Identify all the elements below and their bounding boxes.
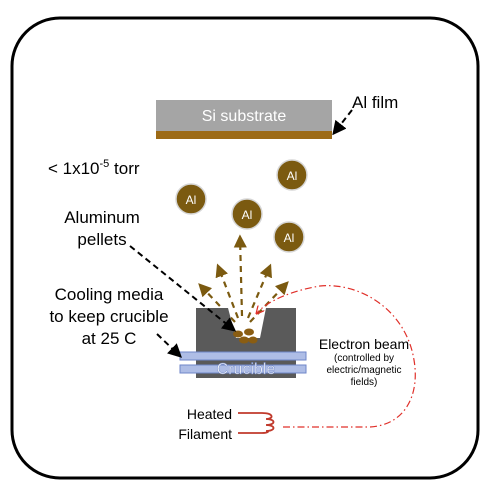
filament-label: Heated Filament [178, 406, 232, 442]
crucible-label: Crucible [217, 361, 276, 378]
al-atom: Al [175, 183, 207, 215]
electron-beam-label: Electron beam (controlled by electric/ma… [318, 336, 410, 388]
substrate-label: Si substrate [202, 108, 287, 125]
pressure-label: < 1x10-5 torr [48, 158, 140, 178]
aluminum-pellets [233, 328, 258, 344]
cooling-arrow [156, 333, 183, 358]
cooling-band [179, 364, 307, 374]
cooling-band [179, 351, 307, 361]
al-atom: Al [273, 221, 305, 253]
al-atom: Al [231, 198, 263, 230]
al-film-label: Al film [352, 93, 399, 112]
svg-text:Al: Al [287, 169, 298, 183]
svg-text:Al: Al [284, 231, 295, 245]
vacuum-chamber [10, 16, 480, 480]
heated-filament [238, 412, 275, 434]
pressure-exponent: -5 [99, 158, 110, 170]
svg-text:Al: Al [242, 208, 253, 222]
si-substrate [156, 100, 332, 131]
cooling-label: Cooling media to keep crucible at 25 C [49, 285, 169, 348]
vapor-arrows [198, 234, 289, 323]
pellets-label: Aluminum pellets [64, 208, 140, 249]
pellets-arrow [129, 245, 237, 332]
electron-beam-path [257, 285, 416, 428]
al-film-arrow [332, 109, 353, 136]
svg-text:Al: Al [186, 193, 197, 207]
al-atom: Al [276, 159, 308, 191]
al-film [156, 131, 332, 139]
